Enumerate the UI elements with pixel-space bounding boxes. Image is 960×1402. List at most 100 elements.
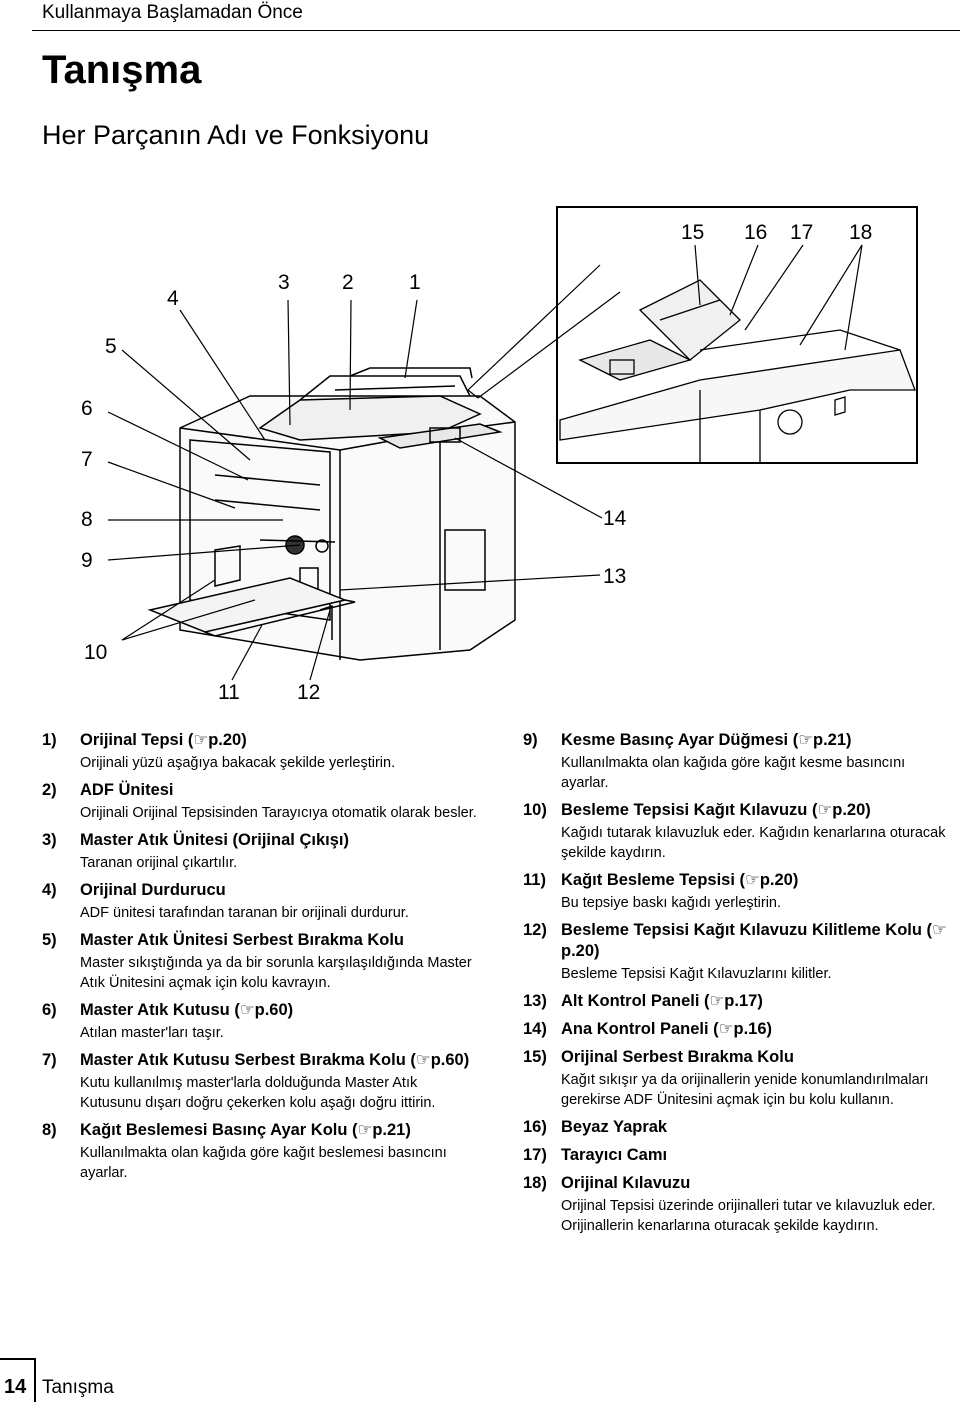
part-title-text: ADF Ünitesi [80, 781, 174, 799]
part-description: Orijinal Tepsisi üzerinde orijinalleri t… [561, 1198, 936, 1234]
part-item: 9) Kesme Basınç Ayar Düğmesi (☞p.21) Kulla… [523, 730, 953, 793]
part-description: Orijinali Orijinal Tepsisinden Tarayıcıy… [80, 805, 477, 821]
part-description: Master sıkıştığında ya da bir sorunla ka… [80, 955, 472, 991]
part-title-text: Master Atık Kutusu Serbest Bırakma Kolu … [80, 1051, 416, 1069]
callout-9: 9 [81, 549, 93, 572]
part-number: 4) [42, 881, 57, 899]
part-item: 6)Master Atık Kutusu (☞p.60)Atılan maste… [42, 1000, 482, 1043]
page-reference: p.20) [832, 801, 871, 819]
pointing-hand-icon: ☞ [193, 731, 209, 749]
parts-list-left: 1)Orijinal Tepsi (☞p.20)Orijinali yüzü a… [42, 730, 482, 1190]
part-description: Bu tepsiye baskı kağıdı yerleştirin. [561, 895, 782, 911]
parts-list-right: 9)Kesme Basınç Ayar Düğmesi (☞p.21)Kulla… [523, 730, 953, 1243]
callout-1: 1 [409, 271, 421, 294]
header-rule [32, 30, 960, 31]
part-heading: 15) Orijinal Serbest Bırakma Kolu [523, 1047, 953, 1068]
page-reference: p.21) [813, 731, 852, 749]
part-title: Kesme Basınç Ayar Düğmesi (☞p.21) [561, 730, 852, 751]
part-number: 10) [523, 801, 547, 819]
part-title-text: Kağıt Beslemesi Basınç Ayar Kolu ( [80, 1121, 358, 1139]
part-number: 16) [523, 1118, 547, 1136]
part-item: 7) Master Atık Kutusu Serbest Bırakma Kol… [42, 1050, 482, 1113]
part-heading: 9) Kesme Basınç Ayar Düğmesi (☞p.21) [523, 730, 953, 751]
machine-diagram: 1 2 3 4 5 6 7 8 9 10 11 12 13 14 15 16 1… [0, 200, 960, 720]
part-description: Besleme Tepsisi Kağıt Kılavuzlarını kili… [561, 966, 832, 982]
part-title: Orijinal Tepsi (☞p.20) [80, 730, 247, 751]
part-heading: 12) Besleme Tepsisi Kağıt Kılavuzu Kilitl… [523, 920, 953, 962]
part-heading: 17)Tarayıcı Camı [523, 1145, 953, 1166]
part-title-text: Orijinal Kılavuzu [561, 1174, 691, 1192]
part-number: 5) [42, 931, 57, 949]
callout-8: 8 [81, 508, 93, 531]
page-title: Tanışma [42, 48, 202, 92]
part-title-text: Tarayıcı Camı [561, 1146, 668, 1164]
part-title: Orijinal Kılavuzu [561, 1173, 690, 1194]
part-number: 1) [42, 731, 57, 749]
part-title-text: Orijinal Tepsi ( [80, 731, 194, 749]
detail-inset-frame [556, 206, 918, 464]
part-description: Kağıt sıkışır ya da orijinallerin yenide… [561, 1072, 929, 1108]
part-item: 11) Kağıt Besleme Tepsisi (☞p.20) Bu tepsi… [523, 870, 953, 913]
part-item: 13) Alt Kontrol Paneli (☞p.17) [523, 991, 953, 1012]
machine-drawing [107, 244, 916, 681]
pointing-hand-icon: ☞ [709, 992, 725, 1010]
part-title: Kağıt Besleme Tepsisi (☞p.20) [561, 870, 798, 891]
part-heading: 6) Master Atık Kutusu (☞p.60) [42, 1000, 482, 1021]
part-title-text: Orijinal Serbest Bırakma Kolu [561, 1048, 794, 1066]
part-title-text: Besleme Tepsisi Kağıt Kılavuzu Kilitleme… [561, 921, 933, 939]
pointing-hand-icon: ☞ [239, 1001, 255, 1019]
part-title: Master Atık Kutusu (☞p.60) [80, 1000, 293, 1021]
part-description: Orijinali yüzü aşağıya bakacak şekilde y… [80, 755, 396, 771]
part-heading: 3) Master Atık Ünitesi (Orijinal Çıkışı) [42, 830, 482, 851]
part-item: 10) Besleme Tepsisi Kağıt Kılavuzu (☞p.20… [523, 800, 953, 863]
part-title: Master Atık Ünitesi (Orijinal Çıkışı) [80, 830, 349, 851]
page-reference: p.20) [208, 731, 247, 749]
part-title: Tarayıcı Camı [561, 1145, 667, 1166]
part-title: Besleme Tepsisi Kağıt Kılavuzu (☞p.20) [561, 800, 871, 821]
part-title: Alt Kontrol Paneli (☞p.17) [561, 991, 763, 1012]
part-number: 7) [42, 1051, 57, 1069]
callout-13: 13 [603, 565, 627, 588]
page-reference: p.21) [372, 1121, 411, 1139]
part-title-text: Master Atık Kutusu ( [80, 1001, 240, 1019]
part-description: Kullanılmakta olan kağıda göre kağıt bes… [80, 1145, 447, 1181]
part-title: Ana Kontrol Paneli (☞p.16) [561, 1019, 772, 1040]
part-title: Orijinal Serbest Bırakma Kolu [561, 1047, 794, 1068]
part-title-text: Ana Kontrol Paneli ( [561, 1020, 719, 1038]
page-reference: p.60) [254, 1001, 294, 1019]
footer-rule [0, 1358, 36, 1360]
pointing-hand-icon: ☞ [718, 1020, 734, 1038]
part-item: 8)Kağıt Beslemesi Basınç Ayar Kolu (☞p.2… [42, 1120, 482, 1183]
part-heading: 8)Kağıt Beslemesi Basınç Ayar Kolu (☞p.2… [42, 1120, 482, 1141]
part-number: 13) [523, 992, 547, 1010]
callout-12: 12 [297, 681, 321, 704]
part-number: 9) [523, 731, 538, 749]
part-item: 1) Orijinal Tepsi (☞p.20) Orijinali yüzü a… [42, 730, 482, 773]
pointing-hand-icon: ☞ [798, 731, 814, 749]
callout-10: 10 [84, 641, 108, 664]
part-number: 11) [523, 871, 546, 889]
page-reference: p.60) [430, 1051, 470, 1069]
footer-vertical-rule [34, 1358, 36, 1402]
part-number: 15) [523, 1048, 547, 1066]
part-heading: 14)Ana Kontrol Paneli (☞p.16) [523, 1019, 953, 1040]
part-number: 3) [42, 831, 57, 849]
part-heading: 10) Besleme Tepsisi Kağıt Kılavuzu (☞p.20… [523, 800, 953, 821]
callout-4: 4 [167, 287, 179, 310]
pointing-hand-icon: ☞ [817, 801, 833, 819]
part-title-text: Orijinal Durdurucu [80, 881, 226, 899]
part-number: 8) [42, 1121, 57, 1139]
part-description: Kullanılmakta olan kağıda göre kağıt kes… [561, 755, 906, 791]
part-number: 12) [523, 921, 547, 939]
part-item: 12) Besleme Tepsisi Kağıt Kılavuzu Kilitl… [523, 920, 953, 984]
part-heading: 4) Orijinal Durdurucu [42, 880, 482, 901]
part-number: 6) [42, 1001, 57, 1019]
page-reference: p.16) [733, 1020, 772, 1038]
part-title: Orijinal Durdurucu [80, 880, 226, 901]
callout-18: 18 [849, 221, 873, 244]
part-title-text: Kesme Basınç Ayar Düğmesi ( [561, 731, 799, 749]
